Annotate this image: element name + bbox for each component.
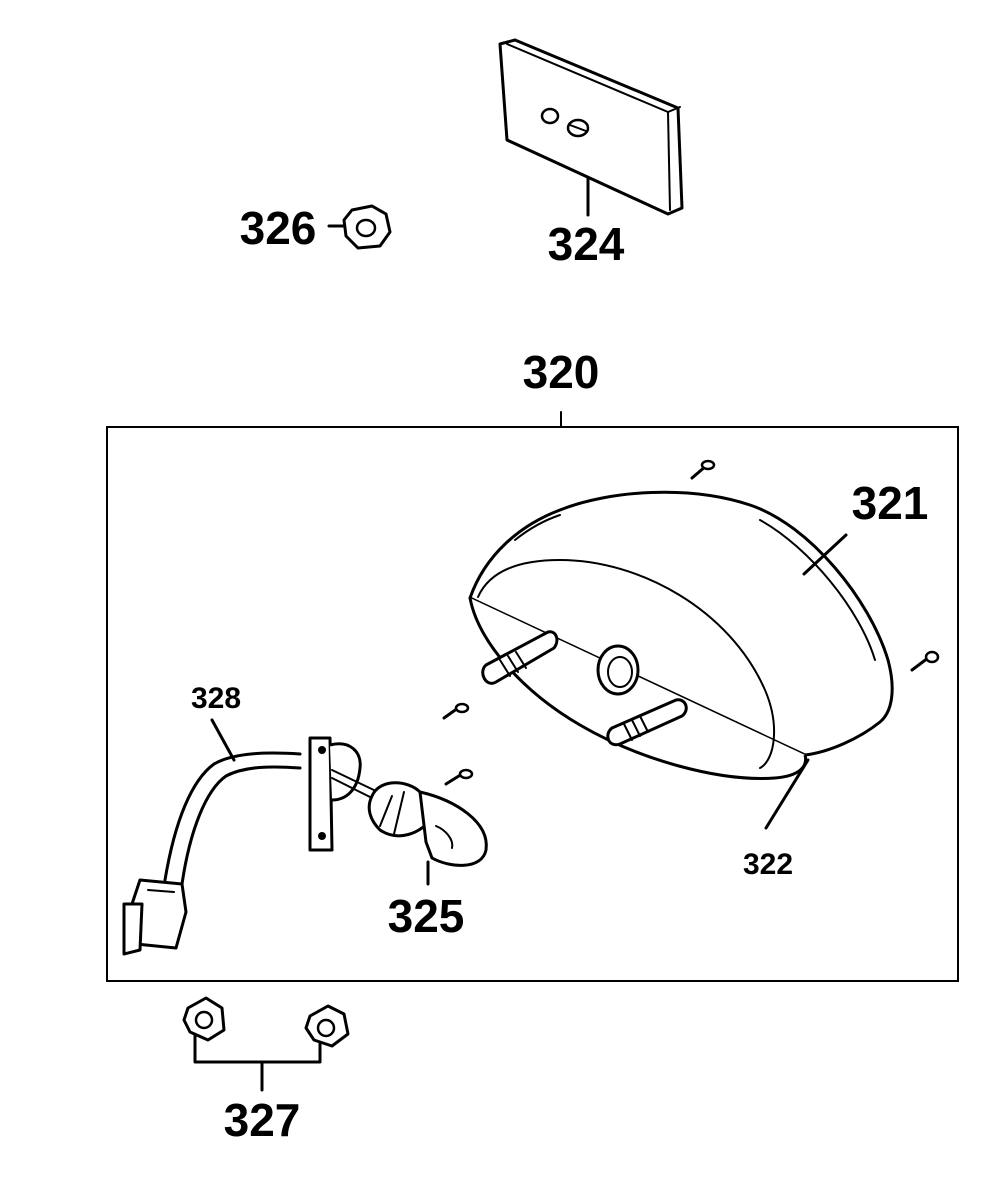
stud-icon (481, 630, 559, 685)
part-328-harness (122, 736, 379, 956)
leader-322 (764, 758, 810, 830)
connector-icon (122, 878, 188, 956)
callout-324: 324 (548, 218, 625, 270)
screw-icon (910, 650, 940, 672)
callout-327: 327 (224, 1094, 301, 1146)
callout-321: 321 (852, 477, 929, 529)
leader-328 (210, 718, 236, 762)
stud-icon (540, 107, 590, 138)
part-326-nut (327, 204, 392, 250)
callout-328: 328 (191, 682, 241, 715)
part-324-plate (498, 38, 684, 217)
assembly-320-frame (106, 411, 959, 982)
callout-322: 322 (743, 848, 793, 881)
callout-326: 326 (240, 202, 317, 254)
part-327-nuts (182, 996, 350, 1092)
callout-325: 325 (388, 890, 465, 942)
callout-320: 320 (523, 346, 600, 398)
part-321-322-lamp-housing (468, 490, 894, 780)
screw-icon (690, 459, 716, 480)
part-325-bulb (367, 781, 488, 886)
stud-icon (606, 698, 688, 747)
screw-icon (444, 768, 474, 786)
leader-321 (802, 533, 848, 576)
socket-icon (308, 736, 379, 852)
screw-icon (442, 702, 470, 720)
